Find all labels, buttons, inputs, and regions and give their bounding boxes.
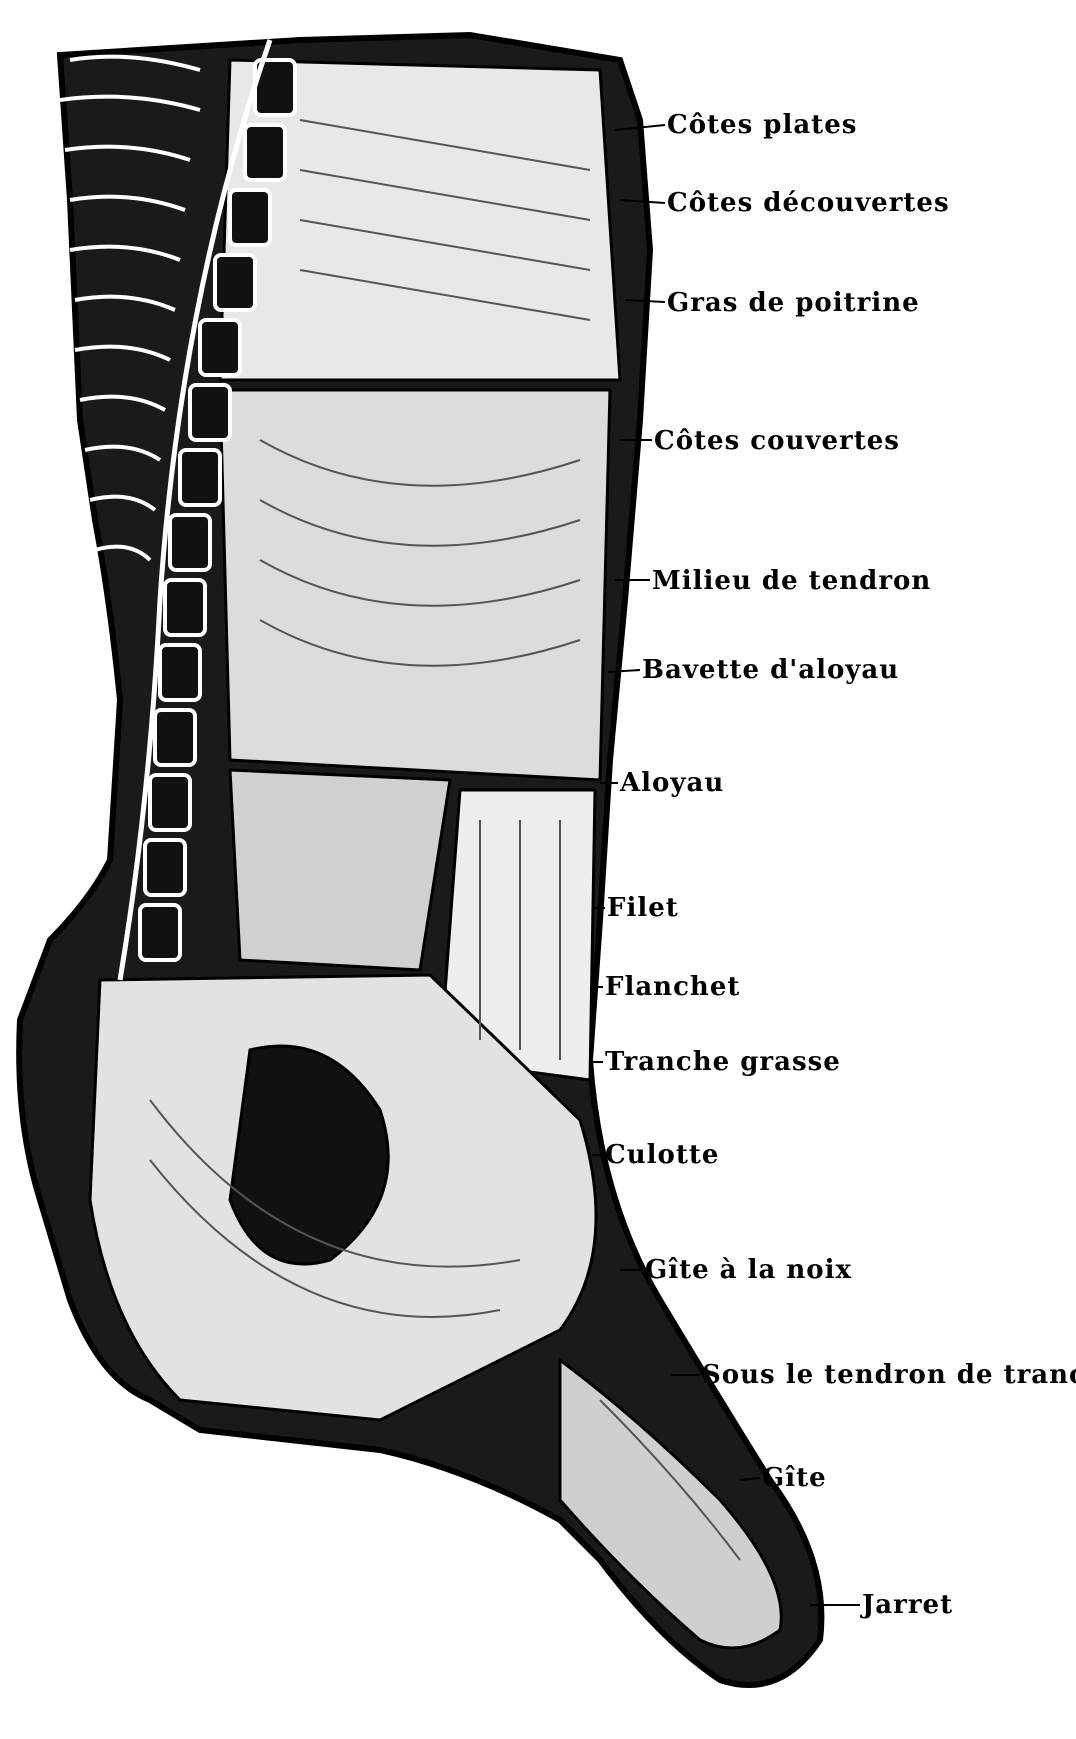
- label-culotte: Culotte: [605, 1142, 719, 1168]
- label-gite-a-la-noix: Gîte à la noix: [645, 1257, 852, 1283]
- region-tendron: [220, 390, 610, 780]
- label-bavette-daloyau: Bavette d'aloyau: [642, 657, 899, 683]
- label-jarret: Jarret: [862, 1592, 953, 1618]
- label-filet: Filet: [607, 895, 679, 921]
- label-flanchet: Flanchet: [605, 974, 740, 1000]
- label-sous-le-tendron-de-tranche: Sous le tendron de tranche: [702, 1362, 1076, 1388]
- label-cotes-decouvertes: Côtes découvertes: [667, 190, 950, 216]
- label-gras-de-poitrine: Gras de poitrine: [667, 290, 920, 316]
- region-aloyau: [230, 770, 450, 970]
- label-cotes-couvertes: Côtes couvertes: [654, 428, 900, 454]
- label-tranche-grasse: Tranche grasse: [605, 1049, 841, 1075]
- label-milieu-de-tendron: Milieu de tendron: [652, 568, 931, 594]
- label-gite: Gîte: [762, 1465, 827, 1491]
- label-aloyau: Aloyau: [620, 770, 724, 796]
- label-cotes-plates: Côtes plates: [667, 112, 857, 138]
